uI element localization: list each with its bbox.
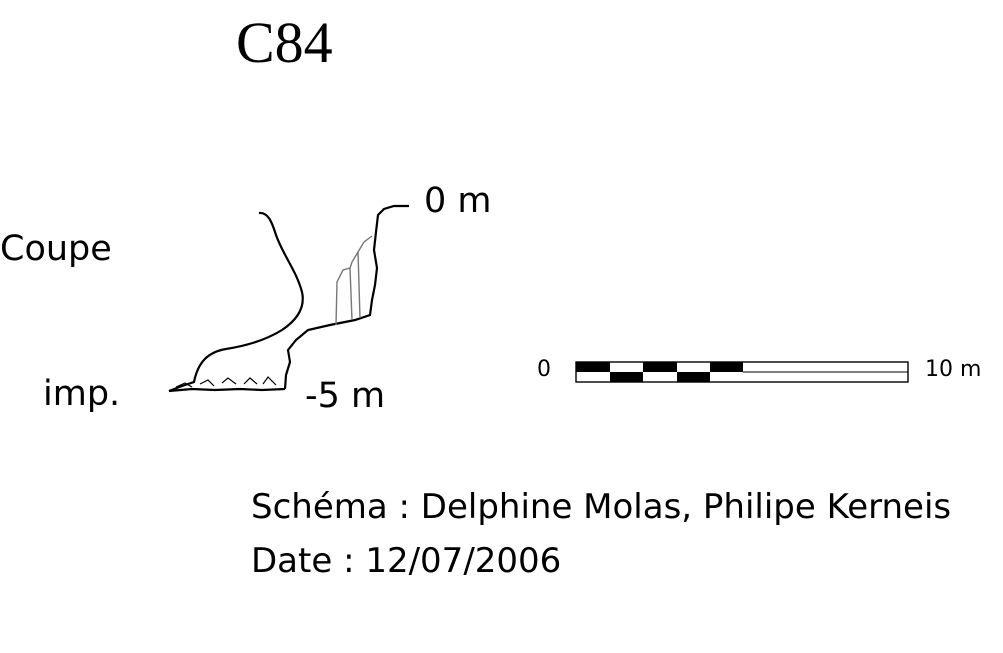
scale-segment-top-1 <box>576 362 610 372</box>
survey-date: Date : 12/07/2006 <box>251 541 562 581</box>
scale-bar <box>575 361 909 383</box>
credits-block: Schéma : Delphine Molas, Philipe Kerneis… <box>251 480 951 588</box>
depth-bottom-label: -5 m <box>305 376 386 416</box>
scale-max-label: 10 m <box>925 357 982 382</box>
section-label: Coupe <box>0 229 112 269</box>
scale-segment-top-5 <box>710 362 743 372</box>
cave-floor <box>168 387 286 393</box>
schema-credit: Schéma : Delphine Molas, Philipe Kerneis <box>251 487 952 527</box>
cave-left-wall <box>168 211 304 393</box>
scale-segment-bottom-4 <box>677 372 710 382</box>
cave-right-wall <box>283 204 409 390</box>
survey-title: C84 <box>236 10 333 75</box>
scale-segment-top-3 <box>643 362 677 372</box>
cave-ledge-lines <box>335 235 373 326</box>
depth-top-label: 0 m <box>424 181 492 221</box>
floor-deposits <box>175 376 277 388</box>
scale-segment-bottom-2 <box>610 372 643 382</box>
scale-min-label: 0 <box>537 357 551 382</box>
impasse-label: imp. <box>43 374 121 414</box>
